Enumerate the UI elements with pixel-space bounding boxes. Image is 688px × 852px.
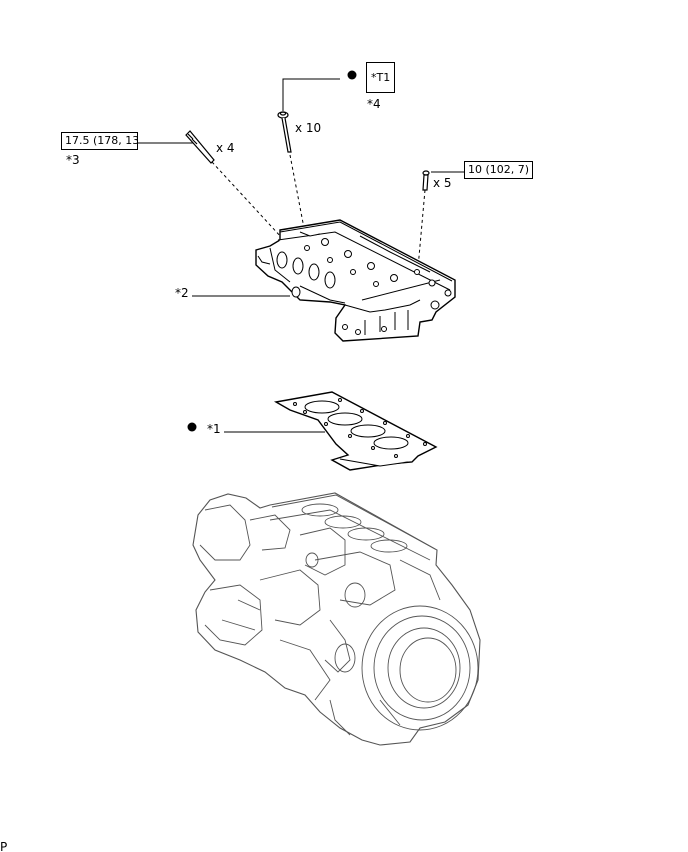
plug-quantity: x 4 <box>216 141 235 155</box>
plug-torque: 17.5 (178, 13) <box>65 134 138 147</box>
non-reusable-dot-gasket <box>187 422 197 432</box>
callout-t1: *T1 <box>371 71 391 84</box>
callout-3: *3 <box>66 153 80 167</box>
small-bolt-icon <box>422 170 430 191</box>
head-gasket-icon <box>273 391 438 471</box>
install-path-plug <box>211 161 283 239</box>
leader-t1 <box>282 78 340 111</box>
callout-t1-box: *T1 <box>366 62 396 93</box>
head-bolt-icon <box>277 111 292 153</box>
callout-4: *4 <box>367 97 381 111</box>
cylinder-head-icon <box>255 219 456 342</box>
head-bolt-quantity: x 10 <box>295 121 322 135</box>
plug-icon <box>185 130 215 164</box>
callout-2: *2 <box>175 286 189 300</box>
small-bolt-torque: 10 (102, 7) <box>468 163 530 176</box>
plug-torque-box: 17.5 (178, 13) <box>61 132 138 150</box>
install-path-head-bolt <box>289 154 305 229</box>
small-bolt-torque-box: 10 (102, 7) <box>464 161 534 179</box>
footer-code: P <box>0 840 8 852</box>
callout-1: *1 <box>207 422 221 436</box>
engine-block-icon <box>192 492 481 746</box>
small-bolt-quantity: x 5 <box>433 176 452 190</box>
install-path-small-bolt <box>417 189 426 269</box>
non-reusable-dot-t1 <box>347 70 357 80</box>
